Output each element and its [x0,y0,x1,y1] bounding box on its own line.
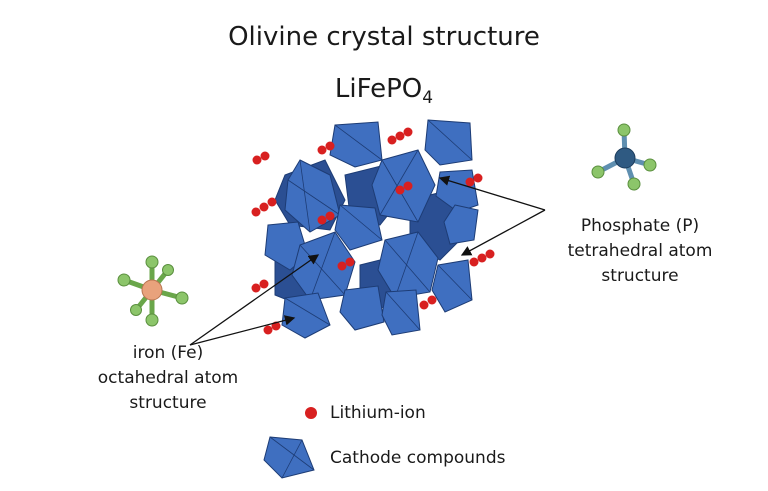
lithium-ion [345,257,355,267]
lithium-ion [260,151,270,161]
diagram-title: Olivine crystal structure [228,22,540,52]
lithium-ion [427,295,437,305]
lithium-ion [403,181,413,191]
lithium-ion [263,325,273,335]
lithium-ion [317,215,327,225]
polyhedron [329,121,383,168]
formula-main: LiFePO [334,74,423,104]
iron-octahedral-icon [117,255,189,327]
chemical-formula: LiFePO4 [0,74,768,108]
lithium-ions [251,127,495,335]
iron-label-line: iron (Fe) [132,343,204,363]
legend-cathode-label: Cathode compounds [330,448,506,468]
polyhedron [339,285,385,331]
legend-cathode-symbol [263,436,315,479]
lithium-ion [259,279,269,289]
crystal-lattice [264,119,479,339]
lithium-ion [325,141,335,151]
polyhedron [281,292,331,339]
iron-pointer-arrows [189,254,320,346]
lithium-ion [403,127,413,137]
phosphate-label: Phosphate (P) tetrahedral atom structure [540,214,740,289]
lithium-ion [252,155,262,165]
lithium-ion [477,253,487,263]
phosphate-label-line: structure [601,266,679,286]
polyhedron [424,119,473,166]
lithium-ion [251,283,261,293]
polyhedron [443,204,479,245]
lithium-ion [395,131,405,141]
iron-label: iron (Fe) octahedral atom structure [88,341,248,416]
polyhedron [381,289,421,336]
lithium-ion [387,135,397,145]
legend-lithium-label: Lithium-ion [330,403,426,423]
iron-label-line: octahedral atom [97,368,239,388]
lithium-ion [259,202,269,212]
lithium-ion [465,177,475,187]
phosphate-label-line: Phosphate (P) [580,216,700,236]
lithium-ion [317,145,327,155]
phosphate-tetrahedral-icon [591,123,657,191]
polyhedron [334,204,383,251]
lithium-ion [473,173,483,183]
formula-subscript: 4 [422,88,434,108]
iron-label-line: structure [129,393,207,413]
lithium-ion [325,211,335,221]
lithium-ion [485,249,495,259]
lithium-ion [267,197,277,207]
lithium-ion [419,300,429,310]
phosphate-pointer-arrows [438,175,546,256]
phosphate-label-line: tetrahedral atom [567,241,713,261]
polyhedron [431,259,473,313]
lithium-ion [395,185,405,195]
lithium-ion [251,207,261,217]
lithium-ion [469,257,479,267]
lithium-ion [337,261,347,271]
legend-lithium-symbol [305,407,317,419]
